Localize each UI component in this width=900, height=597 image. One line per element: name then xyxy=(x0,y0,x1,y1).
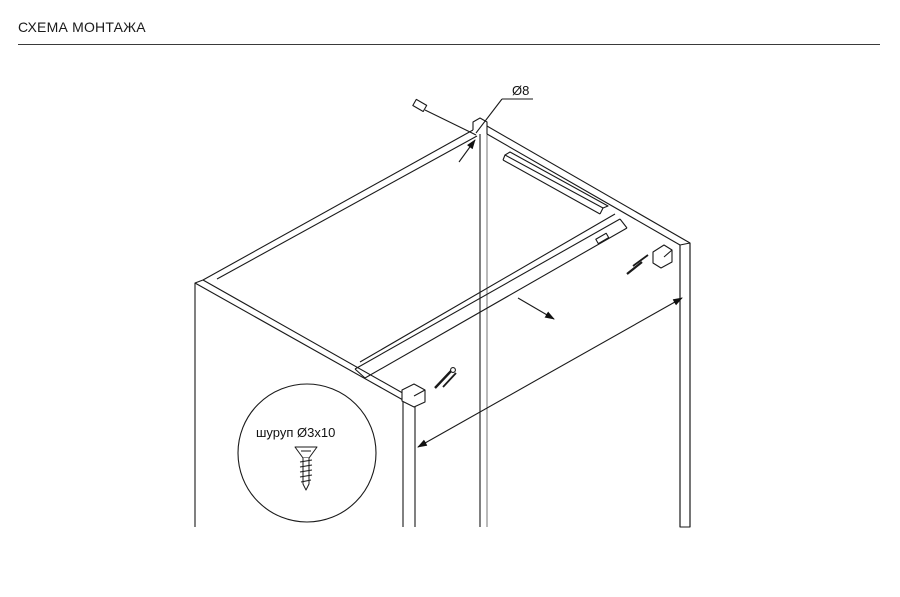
mounting-bracket-icon xyxy=(652,244,673,269)
led-light-profile xyxy=(502,151,610,245)
front-top-rail xyxy=(354,213,628,379)
diameter-leader xyxy=(458,98,533,163)
page-title: СХЕМА МОНТАЖА xyxy=(18,19,146,35)
cable xyxy=(424,109,477,136)
screw-icon xyxy=(626,254,649,275)
screw-label: шуруп Ø3x10 xyxy=(256,425,335,440)
width-dimension-line xyxy=(417,297,683,448)
screw-icon xyxy=(434,367,457,389)
direction-arrow xyxy=(517,297,555,320)
page-header: СХЕМА МОНТАЖА xyxy=(18,0,880,45)
diameter-label: Ø8 xyxy=(512,83,529,98)
cabinet-top-edges xyxy=(202,121,691,281)
screw-icon xyxy=(294,446,318,491)
cabinet-back-corner xyxy=(472,117,488,527)
cabinet-right-panel xyxy=(679,242,691,528)
connector-plug-icon xyxy=(412,98,428,113)
